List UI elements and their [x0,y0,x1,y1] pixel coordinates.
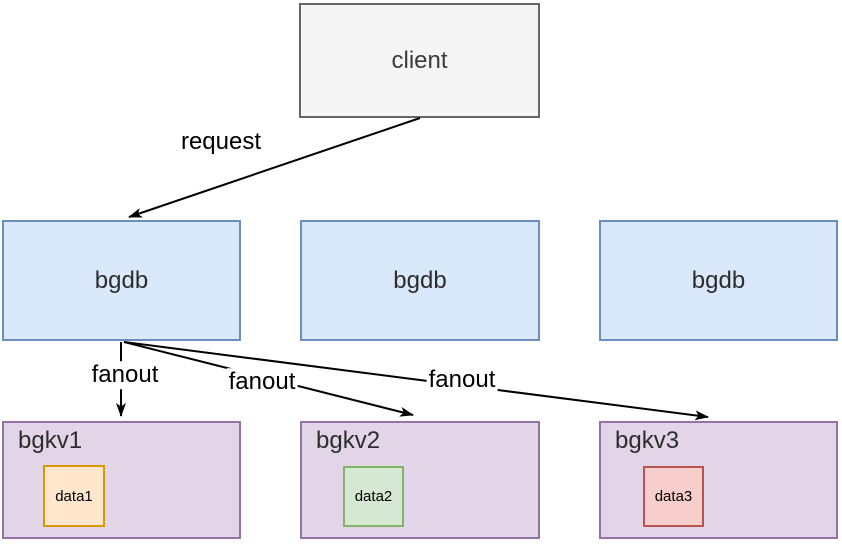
edge-label-fanout-2: fanout [226,368,298,396]
node-data2[interactable]: data2 [343,466,404,527]
node-bgdb-3[interactable]: bgdb [599,220,838,341]
edge-fanout3-arrow [123,341,709,421]
node-bgdb-1-label: bgdb [94,266,149,294]
node-bgkv3-label: bgkv3 [615,427,680,454]
node-bgdb-2-label: bgdb [393,266,447,294]
node-bgkv1-label: bgkv1 [18,427,83,454]
node-bgkv2[interactable]: bgkv2 data2 [300,421,540,539]
node-bgkv3[interactable]: bgkv3 data3 [599,421,838,539]
node-data2-label: data2 [354,488,393,505]
node-data1-label: data1 [55,487,93,505]
edge-label-fanout-3: fanout [426,366,498,394]
node-data3-label: data3 [654,488,693,505]
edge-label-fanout-1: fanout [89,361,161,389]
node-bgkv2-label: bgkv2 [316,427,381,454]
node-client[interactable]: client [299,3,540,118]
node-bgkv1[interactable]: bgkv1 data1 [2,421,241,539]
edge-label-request: request [178,128,264,156]
node-data1[interactable]: data1 [43,465,105,527]
node-bgdb-3-label: bgdb [691,266,746,294]
node-bgdb-2[interactable]: bgdb [300,220,540,341]
node-client-label: client [391,46,448,74]
node-bgdb-1[interactable]: bgdb [2,220,241,341]
edge-request-arrow [128,117,421,218]
node-data3[interactable]: data3 [643,466,704,527]
